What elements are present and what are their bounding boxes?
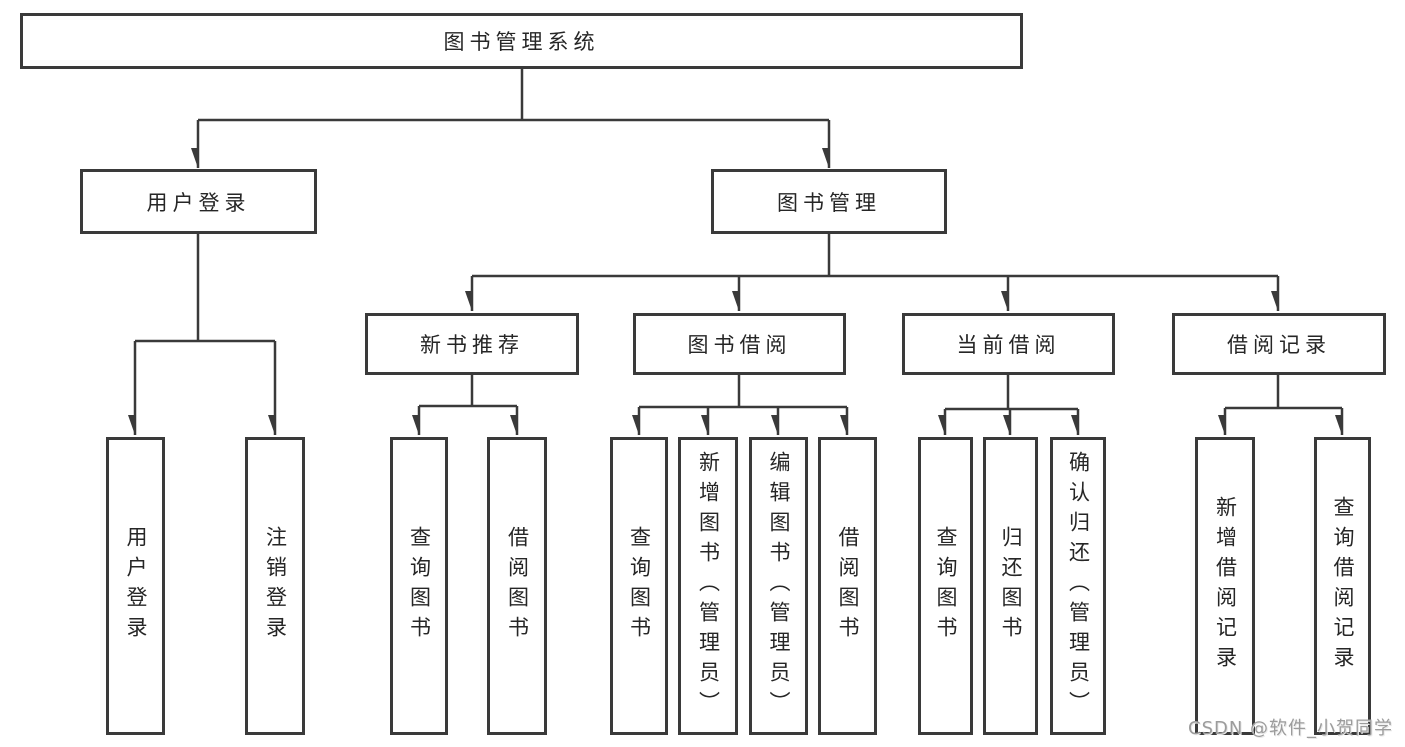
connector-recommend-rail <box>419 375 517 408</box>
leaf-edit-book-admin: 编辑图书（管理员） <box>749 437 808 735</box>
leaf-query-book-current: 查询图书 <box>918 437 973 735</box>
connector-root-rail <box>198 69 829 122</box>
leaf-confirm-return-admin: 确认归还（管理员） <box>1050 437 1106 735</box>
leaf-query-book-borrow: 查询图书 <box>610 437 668 735</box>
leaf-query-borrow-record: 查询借阅记录 <box>1314 437 1371 735</box>
connector-borrow-rail <box>639 375 847 409</box>
node-book-borrow: 图书借阅 <box>633 313 846 375</box>
node-new-book-recommend: 新书推荐 <box>365 313 579 375</box>
watermark: CSDN @软件_小贺同学 <box>1188 718 1394 739</box>
leaf-user-login: 用户登录 <box>106 437 165 735</box>
leaf-add-borrow-record: 新增借阅记录 <box>1195 437 1255 735</box>
connector-records-rail <box>1225 375 1342 410</box>
node-user-login: 用户登录 <box>80 169 317 234</box>
connector-bookmgmt-rail <box>472 234 1278 278</box>
leaf-query-book-recommend: 查询图书 <box>390 437 448 735</box>
node-current-borrow: 当前借阅 <box>902 313 1115 375</box>
leaf-borrow-book: 借阅图书 <box>818 437 877 735</box>
node-borrow-records: 借阅记录 <box>1172 313 1386 375</box>
leaf-add-book-admin: 新增图书（管理员） <box>678 437 738 735</box>
node-book-management: 图书管理 <box>711 169 947 234</box>
connector-current-rail <box>945 375 1078 411</box>
leaf-logout: 注销登录 <box>245 437 305 735</box>
leaf-borrow-book-recommend: 借阅图书 <box>487 437 547 735</box>
node-root: 图书管理系统 <box>20 13 1023 69</box>
connector-userlogin-rail <box>135 234 275 343</box>
leaf-return-book: 归还图书 <box>983 437 1038 735</box>
